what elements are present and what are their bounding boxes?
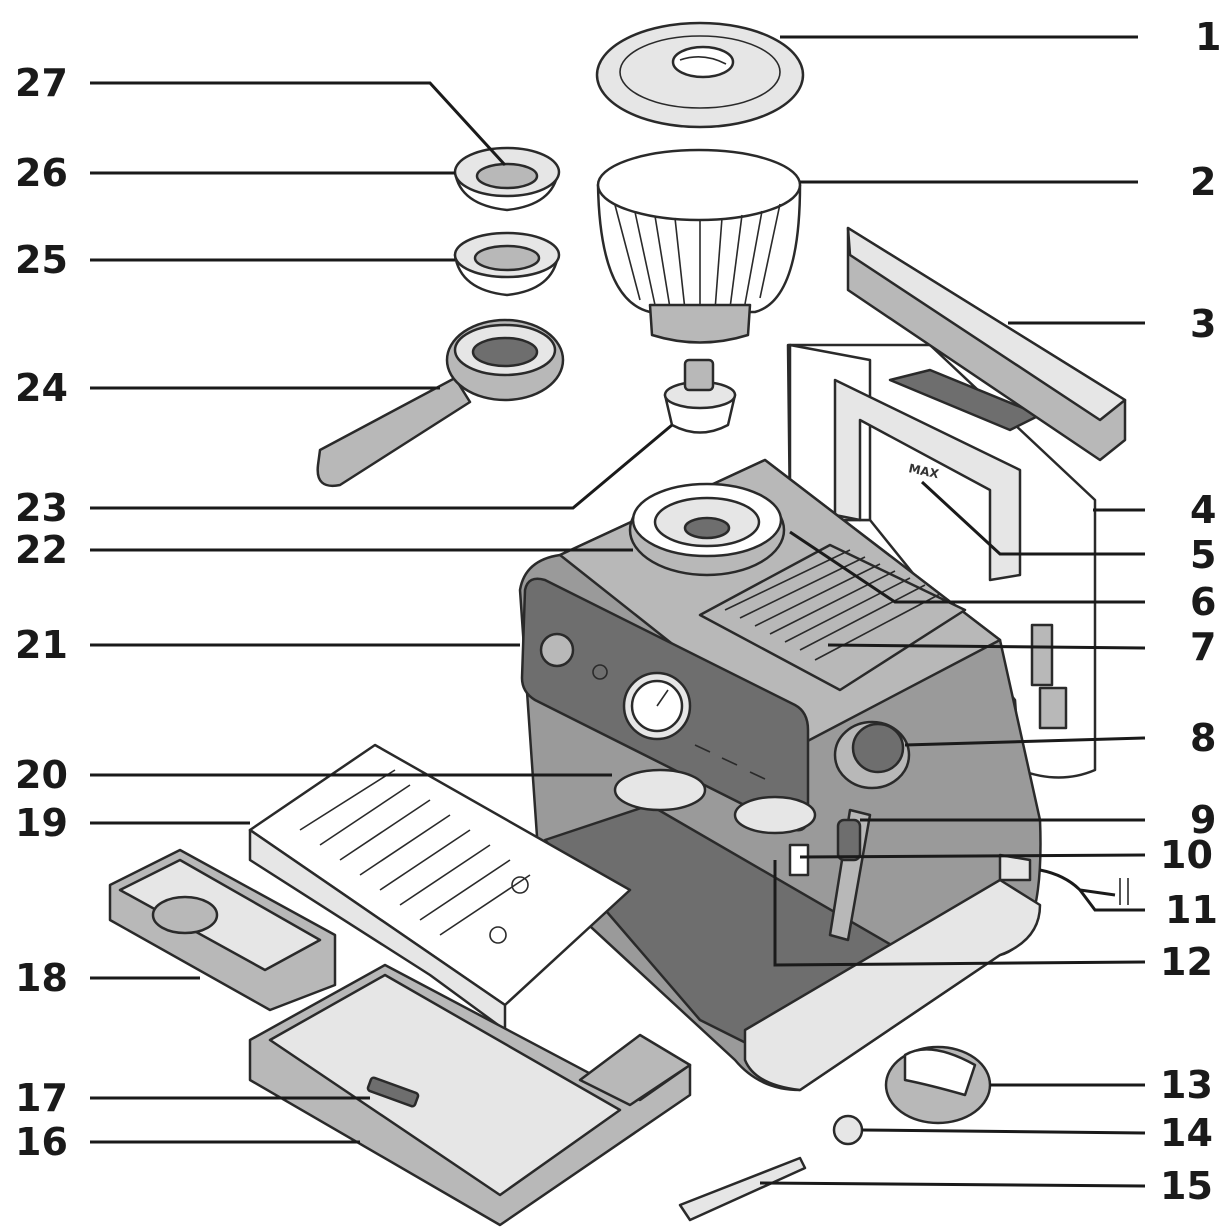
part-plug [1119, 878, 1129, 905]
callout-21: 21 [15, 623, 68, 667]
part-hopper-lid [595, 21, 805, 129]
callout-27: 27 [15, 61, 68, 105]
callout-25: 25 [15, 238, 68, 282]
part-magnet [832, 1114, 864, 1146]
callout-23: 23 [15, 486, 68, 530]
callout-5: 5 [1190, 533, 1216, 577]
callout-3: 3 [1190, 302, 1216, 346]
part-water-tank [786, 343, 1097, 779]
callout-4: 4 [1190, 488, 1216, 532]
callout-20: 20 [15, 753, 68, 797]
part-drip-tray-grill [248, 743, 632, 1032]
callout-19: 19 [15, 801, 68, 845]
power-icon [592, 664, 608, 680]
part-bean-hopper [596, 148, 802, 344]
callout-13: 13 [1160, 1063, 1213, 1107]
part-power-knob [539, 632, 575, 668]
part-upper-burr [663, 358, 737, 434]
part-spare-knob [884, 1045, 992, 1125]
callout-26: 26 [15, 151, 68, 195]
callout-2: 2 [1190, 160, 1216, 204]
part-drip-tray [248, 963, 692, 1227]
callout-6: 6 [1190, 580, 1216, 624]
part-cup-warmer [698, 543, 967, 692]
callout-16: 16 [15, 1120, 68, 1164]
callout-7: 7 [1190, 625, 1216, 669]
part-cleaning-tool [678, 1156, 807, 1222]
part-cord-holder [998, 853, 1032, 882]
part-power-cord [1039, 868, 1116, 897]
callout-8: 8 [1190, 716, 1216, 760]
part-double-basket [453, 146, 561, 212]
part-indicator-lights [694, 744, 766, 780]
part-brew-head [613, 768, 707, 812]
callout-11: 11 [1165, 888, 1218, 932]
callout-10: 10 [1160, 833, 1213, 877]
callout-14: 14 [1160, 1111, 1213, 1155]
part-steam-wand [788, 808, 872, 942]
part-steam-dial [833, 720, 911, 790]
part-grind-dial [628, 482, 786, 577]
callout-15: 15 [1160, 1164, 1213, 1208]
callout-18: 18 [15, 956, 68, 1000]
callout-1: 1 [1195, 15, 1221, 59]
part-water-tank-lid [846, 226, 1127, 462]
callout-22: 22 [15, 528, 68, 572]
leader-lines [90, 35, 1146, 1188]
callout-17: 17 [15, 1076, 68, 1120]
part-accessory-tray [108, 848, 337, 1012]
part-shower-screen [733, 795, 817, 835]
part-pressure-gauge [622, 671, 692, 741]
max-mark: MAX [907, 461, 940, 481]
callout-9: 9 [1190, 798, 1216, 842]
part-single-basket [453, 231, 561, 297]
part-portafilter [316, 318, 565, 488]
callout-12: 12 [1160, 940, 1213, 984]
callout-24: 24 [15, 366, 68, 410]
